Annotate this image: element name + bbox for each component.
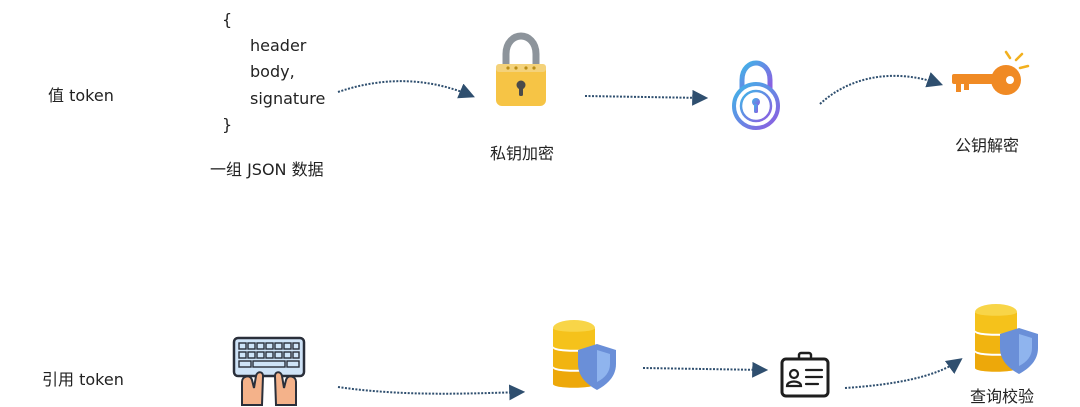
arrow-secure-lock-to-key [819, 72, 944, 105]
arrow-badge-to-db [844, 358, 963, 389]
secure-lock-icon [720, 60, 792, 130]
arrow-db-to-badge [642, 361, 769, 378]
json-close-brace: } [222, 115, 233, 134]
padlock-icon [496, 32, 546, 106]
json-field-body: body, [250, 62, 295, 81]
arrow-lock-to-secure-lock [584, 89, 709, 106]
public-key-decrypt-label: 公钥解密 [955, 136, 1020, 155]
reference-token-label: 引用 token [42, 370, 124, 389]
id-badge-icon [780, 351, 830, 398]
private-key-encrypt-label: 私钥加密 [490, 144, 555, 163]
json-field-header: header [250, 36, 307, 55]
arrow-keyboard-to-db [337, 384, 526, 401]
query-verify-label: 查询校验 [970, 387, 1035, 406]
json-field-signature: signature [250, 89, 326, 108]
json-caption: 一组 JSON 数据 [210, 160, 324, 179]
keyboard-hands-icon [232, 336, 306, 406]
key-icon [952, 50, 1030, 95]
json-open-brace: { [222, 10, 233, 29]
arrow-json-to-lock [337, 80, 475, 99]
database-shield-icon [975, 304, 1038, 374]
value-token-label: 值 token [48, 86, 114, 105]
database-shield-icon [553, 320, 616, 390]
